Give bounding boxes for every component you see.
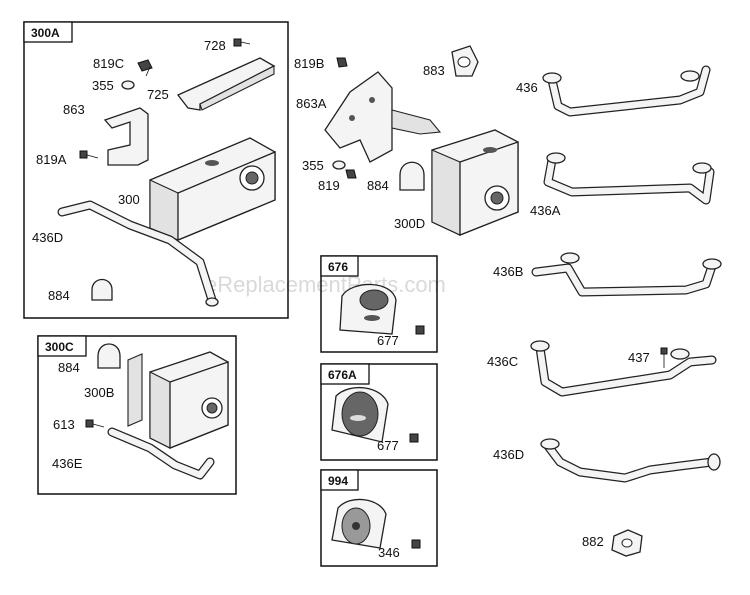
washer-355 [121, 80, 135, 90]
heat-shield-725 [176, 57, 276, 111]
group-676a-tag-box [320, 363, 370, 385]
label-346: 346 [378, 545, 400, 560]
group-300c: 300C 884 300B 613 436E [37, 335, 237, 495]
pipe-436e [107, 427, 215, 480]
label-819: 819 [318, 178, 340, 193]
label-884: 884 [48, 288, 70, 303]
label-863a: 863A [296, 96, 327, 111]
pipe-436d [57, 200, 219, 307]
screw-346 [411, 539, 421, 549]
label-355: 355 [92, 78, 114, 93]
screw-437 [660, 347, 668, 368]
label-300b: 300B [84, 385, 114, 400]
group-994-frame [320, 469, 438, 567]
muffler-300b [127, 351, 229, 449]
group-676-tag-box [320, 255, 359, 277]
group-676a: 676A 677 [320, 363, 438, 461]
screw-677b [409, 433, 419, 443]
screw-819b [336, 57, 348, 68]
label-725: 725 [147, 87, 169, 102]
group-300c-tag: 300C [45, 340, 74, 354]
label-613: 613 [53, 417, 75, 432]
group-300c-tag-box [37, 335, 87, 357]
label-863: 863 [63, 102, 85, 117]
label-883: 883 [423, 63, 445, 78]
label-437: 437 [628, 350, 650, 365]
label-882: 882 [582, 534, 604, 549]
label-436: 436 [516, 80, 538, 95]
heat-shield-725-edge [199, 65, 275, 111]
clamp-884 [91, 278, 113, 301]
label-884-loose: 884 [367, 178, 389, 193]
spark-arrestor-994 [331, 498, 387, 549]
spark-arrestor-676a [331, 386, 389, 443]
group-676a-frame [320, 363, 438, 461]
pipe-436d-right [540, 438, 721, 483]
label-436c: 436C [487, 354, 518, 369]
label-728: 728 [204, 38, 226, 53]
muffler-300 [149, 137, 276, 241]
gasket-882 [611, 529, 643, 557]
label-355-loose: 355 [302, 158, 324, 173]
label-300: 300 [118, 192, 140, 207]
label-436b: 436B [493, 264, 523, 279]
pipe-436b [531, 252, 722, 297]
label-436a: 436A [530, 203, 561, 218]
label-436d-right: 436D [493, 447, 524, 462]
gasket-883 [451, 45, 479, 77]
screw-728 [233, 38, 251, 47]
pipe-436c [530, 340, 717, 397]
group-676-tag: 676 [328, 260, 348, 274]
group-994-tag: 994 [328, 474, 348, 488]
label-884: 884 [58, 360, 80, 375]
screw-819c [137, 59, 153, 77]
group-300a-tag-box [23, 21, 73, 43]
group-300c-frame [37, 335, 237, 495]
screw-677 [415, 325, 425, 335]
pipe-436 [542, 65, 711, 117]
clamp-884-loose [399, 161, 425, 191]
group-994: 994 346 [320, 469, 438, 567]
muffler-300d [431, 129, 519, 236]
group-994-tag-box [320, 469, 359, 491]
pipe-436a [543, 152, 715, 205]
group-300a-frame [23, 21, 289, 319]
label-436e: 436E [52, 456, 83, 471]
group-300a-tag: 300A [31, 26, 60, 40]
group-676: 676 677 [320, 255, 438, 353]
group-676-frame [320, 255, 438, 353]
label-436d: 436D [32, 230, 63, 245]
screw-819 [345, 169, 357, 179]
clamp-884 [97, 343, 121, 369]
screw-819a [79, 150, 99, 159]
label-819c: 819C [93, 56, 124, 71]
bracket-863 [103, 107, 149, 166]
spark-arrestor-676 [339, 283, 397, 335]
label-819a: 819A [36, 152, 67, 167]
label-819b: 819B [294, 56, 324, 71]
label-677-b: 677 [377, 438, 399, 453]
group-300a: 300A 728 725 819C 355 863 819A [23, 21, 289, 319]
bracket-863a [324, 71, 442, 163]
washer-355-loose [332, 160, 346, 170]
screw-613 [85, 419, 105, 428]
label-677-a: 677 [377, 333, 399, 348]
label-300d: 300D [394, 216, 425, 231]
group-676a-tag: 676A [328, 368, 357, 382]
